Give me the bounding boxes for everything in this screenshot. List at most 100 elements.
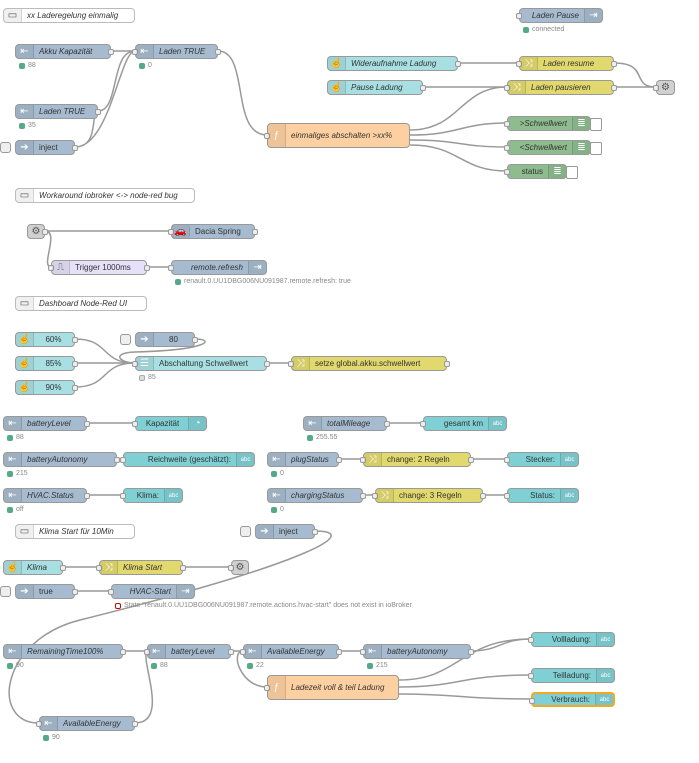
debug-node[interactable]: >Schwellwert ≣ xyxy=(504,116,602,131)
input-port[interactable] xyxy=(288,361,294,367)
debug-toggle[interactable] xyxy=(566,166,578,179)
input-port[interactable] xyxy=(96,565,102,571)
output-port[interactable] xyxy=(42,229,48,235)
trigger-node[interactable]: ⎍ Trigger 1000ms xyxy=(48,260,150,275)
change-node[interactable]: ⤨ change: 2 Regeln xyxy=(360,452,474,467)
output-port[interactable] xyxy=(336,649,342,655)
output-port[interactable] xyxy=(611,85,617,91)
function-node[interactable]: ƒ Ladezeit voll & teil Ladung xyxy=(264,675,399,700)
output-port[interactable] xyxy=(420,85,426,91)
output-port[interactable] xyxy=(192,337,198,343)
change-node[interactable]: ⤨ change: 3 Regeln xyxy=(372,488,486,503)
input-port[interactable] xyxy=(168,265,174,271)
comment-node[interactable]: ▭ xx Laderegelung einmalig xyxy=(3,8,135,23)
inject-node[interactable]: ➔ true xyxy=(0,584,78,599)
ui-slider-node[interactable]: ☰ Abschaltung Schwellwert xyxy=(132,356,270,371)
iob-in-node[interactable]: ⇤ batteryAutonomy xyxy=(3,452,120,467)
output-port[interactable] xyxy=(312,529,318,535)
output-port[interactable] xyxy=(72,337,78,343)
link-out-node[interactable]: ⚙ xyxy=(228,560,249,575)
input-port[interactable] xyxy=(420,421,426,427)
debug-node[interactable]: status ≣ xyxy=(504,164,578,179)
change-node[interactable]: ⤨ setze global.akku.schwellwert xyxy=(288,356,450,371)
input-port[interactable] xyxy=(144,649,150,655)
iob-in-node[interactable]: ⇤ plugStatus xyxy=(267,452,342,467)
input-port[interactable] xyxy=(653,85,659,91)
ui-button-node[interactable]: ☝ 60% xyxy=(15,332,78,347)
renault-node[interactable]: 🚗 Dacia Spring xyxy=(168,224,258,239)
output-port[interactable] xyxy=(144,265,150,271)
input-port[interactable] xyxy=(36,721,42,727)
input-port[interactable] xyxy=(264,685,270,691)
input-port[interactable] xyxy=(372,493,378,499)
comment-node[interactable]: ▭ Dashboard Node-Red UI xyxy=(15,296,147,311)
debug-toggle[interactable] xyxy=(590,118,602,131)
output-port[interactable] xyxy=(108,49,114,55)
input-port[interactable] xyxy=(504,169,510,175)
output-port[interactable] xyxy=(264,361,270,367)
output-port[interactable] xyxy=(114,457,120,463)
output-port[interactable] xyxy=(84,421,90,427)
output-port[interactable] xyxy=(455,61,461,67)
link-out-node[interactable]: ⚙ xyxy=(653,80,675,95)
output-port[interactable] xyxy=(228,649,234,655)
input-port[interactable] xyxy=(240,649,246,655)
iob-in-node[interactable]: ⇤ batteryLevel xyxy=(144,644,234,659)
inject-button[interactable] xyxy=(0,142,11,153)
output-port[interactable] xyxy=(360,493,366,499)
inject-node[interactable]: ➔ inject xyxy=(0,140,78,155)
ui-text-node[interactable]: Teilladung: abc xyxy=(528,668,615,683)
input-port[interactable] xyxy=(504,145,510,151)
input-port[interactable] xyxy=(168,229,174,235)
ui-button-node[interactable]: ☝ Klima xyxy=(3,560,66,575)
output-port[interactable] xyxy=(180,565,186,571)
iob-in-node[interactable]: ⇤ RemainingTime100% xyxy=(3,644,126,659)
input-port[interactable] xyxy=(504,121,510,127)
iob-in-node[interactable]: ⇤ totalMileage xyxy=(303,416,390,431)
output-port[interactable] xyxy=(72,361,78,367)
input-port[interactable] xyxy=(228,565,234,571)
inject-button[interactable] xyxy=(0,586,11,597)
ui-text-node[interactable]: Stecker: abc xyxy=(504,452,579,467)
change-node[interactable]: ⤨ Laden resume xyxy=(516,56,617,71)
iob-in-node[interactable]: ⇤ AvailableEnergy xyxy=(36,716,138,731)
iob-in-node[interactable]: ⇤ batteryLevel xyxy=(3,416,90,431)
output-port[interactable] xyxy=(132,721,138,727)
input-port[interactable] xyxy=(516,13,522,19)
comment-node[interactable]: ▭ Workaround iobroker <-> node-red bug xyxy=(15,188,195,203)
iob-out-node[interactable]: remote.refresh ⇥ xyxy=(168,260,267,275)
input-port[interactable] xyxy=(120,457,126,463)
input-port[interactable] xyxy=(108,589,114,595)
output-port[interactable] xyxy=(480,493,486,499)
debug-node[interactable]: <Schwellwert ≣ xyxy=(504,140,602,155)
output-port[interactable] xyxy=(468,649,474,655)
ui-button-node[interactable]: ☝ 85% xyxy=(15,356,78,371)
ui-text-node[interactable]: Status: abc xyxy=(504,488,579,503)
inject-button[interactable] xyxy=(240,526,251,537)
link-in-node[interactable]: ⚙ xyxy=(27,224,48,239)
output-port[interactable] xyxy=(95,109,101,115)
input-port[interactable] xyxy=(504,457,510,463)
input-port[interactable] xyxy=(360,649,366,655)
ui-text-node[interactable]: Klima: abc xyxy=(120,488,183,503)
input-port[interactable] xyxy=(516,61,522,67)
iob-in-node[interactable]: ⇤ Laden TRUE xyxy=(132,44,221,59)
input-port[interactable] xyxy=(132,421,138,427)
inject-node[interactable]: ➔ inject xyxy=(240,524,318,539)
input-port[interactable] xyxy=(120,493,126,499)
output-port[interactable] xyxy=(72,589,78,595)
input-port[interactable] xyxy=(529,698,535,704)
iob-out-node[interactable]: Laden Pause ⇥ xyxy=(516,8,603,23)
inject-node[interactable]: ➔ 80 xyxy=(120,332,198,347)
ui-text-node[interactable]: gesamt km abc xyxy=(420,416,507,431)
input-port[interactable] xyxy=(504,493,510,499)
ui-gauge-node[interactable]: Kapazität ◔ xyxy=(132,416,207,431)
ui-button-node[interactable]: ☝ Wideraufnahme Ladung xyxy=(327,56,461,71)
output-port[interactable] xyxy=(611,61,617,67)
output-port[interactable] xyxy=(336,457,342,463)
iob-out-node[interactable]: HVAC-Start ⇥ xyxy=(108,584,195,599)
output-port[interactable] xyxy=(60,565,66,571)
ui-button-node[interactable]: ☝ 90% xyxy=(15,380,78,395)
iob-in-node[interactable]: ⇤ Akku Kapazität xyxy=(15,44,114,59)
output-port[interactable] xyxy=(468,457,474,463)
